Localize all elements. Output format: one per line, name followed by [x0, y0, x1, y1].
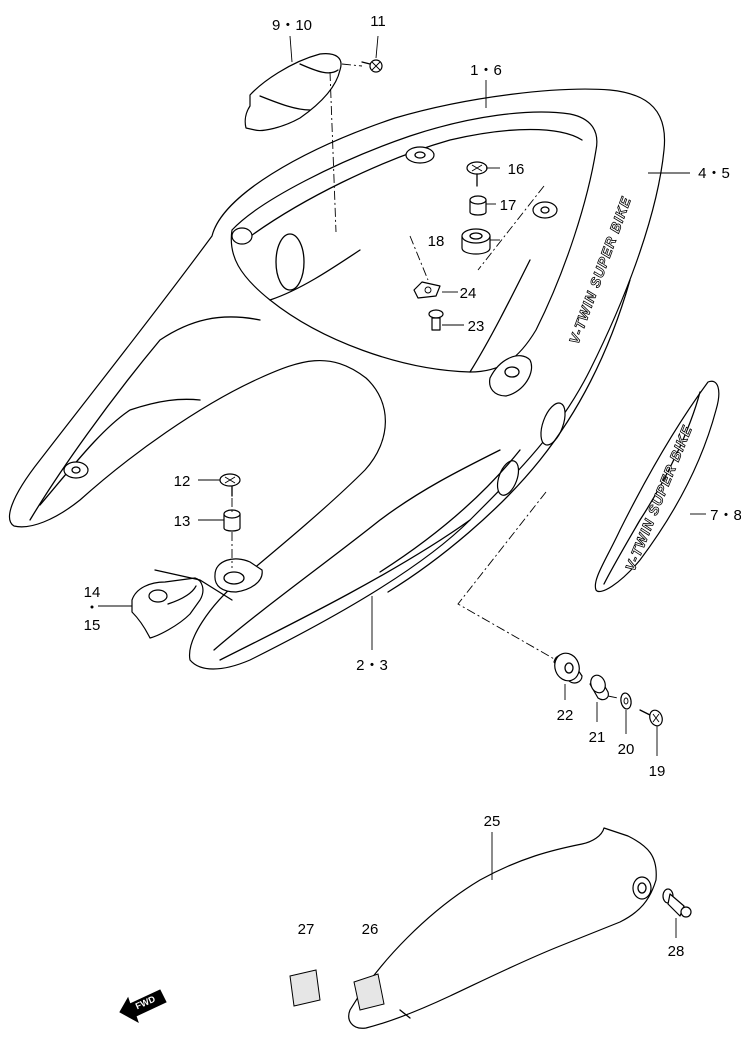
part-9-10-bracket — [244, 53, 342, 132]
label-11: 11 — [370, 13, 386, 30]
part-7-8-decal: V-TWIN SUPER BIKE — [594, 380, 720, 593]
label-1-6: 1・6 — [470, 62, 502, 79]
label-16: 16 — [508, 161, 525, 178]
label-14-15-dot — [90, 605, 94, 609]
label-4-5: 4・5 — [698, 165, 730, 182]
label-22: 22 — [557, 707, 574, 724]
part-27-pad — [289, 969, 321, 1007]
label-15: 15 — [84, 617, 101, 634]
part-20-washer — [620, 692, 632, 710]
label-27: 27 — [298, 921, 315, 938]
label-13: 13 — [174, 513, 191, 530]
label-25: 25 — [484, 813, 501, 830]
label-12: 12 — [174, 473, 191, 490]
side-decal-text: V-TWIN SUPER BIKE — [622, 423, 695, 573]
label-23: 23 — [468, 318, 485, 335]
label-24: 24 — [460, 285, 477, 302]
part-13-collar — [223, 509, 241, 532]
part-24-nut — [413, 281, 441, 299]
part-25-lower-cover — [348, 827, 657, 1029]
part-22-grommet — [553, 652, 583, 684]
fwd-arrow-icon: FWD — [119, 989, 167, 1024]
part-18-cushion — [461, 228, 491, 255]
label-2-3: 2・3 — [356, 657, 388, 674]
part-14-15-bracket — [131, 569, 233, 639]
part-28-clip — [662, 888, 692, 918]
part-26-pad — [353, 973, 385, 1011]
label-17: 17 — [500, 197, 517, 214]
part-23-bolt — [428, 309, 444, 331]
part-11-screw — [361, 59, 383, 73]
leader-lines — [98, 35, 706, 938]
label-28: 28 — [668, 943, 685, 960]
label-20: 20 — [618, 741, 635, 758]
seat-tail-cover: V-TWIN SUPER BIKE — [8, 88, 666, 670]
label-7-8: 7・8 — [710, 507, 741, 524]
label-9-10: 9・10 — [272, 17, 312, 34]
label-14: 14 — [84, 584, 101, 601]
callout-labels: 9・10 11 1・6 4・5 16 17 18 24 23 12 13 14 … — [84, 13, 741, 960]
part-17-collar — [469, 195, 487, 216]
part-12-screw — [219, 473, 241, 497]
label-18: 18 — [428, 233, 445, 250]
label-21: 21 — [589, 729, 606, 746]
part-21-collar — [589, 674, 609, 701]
label-26: 26 — [362, 921, 379, 938]
label-19: 19 — [649, 763, 666, 780]
part-19-screw — [639, 709, 663, 727]
